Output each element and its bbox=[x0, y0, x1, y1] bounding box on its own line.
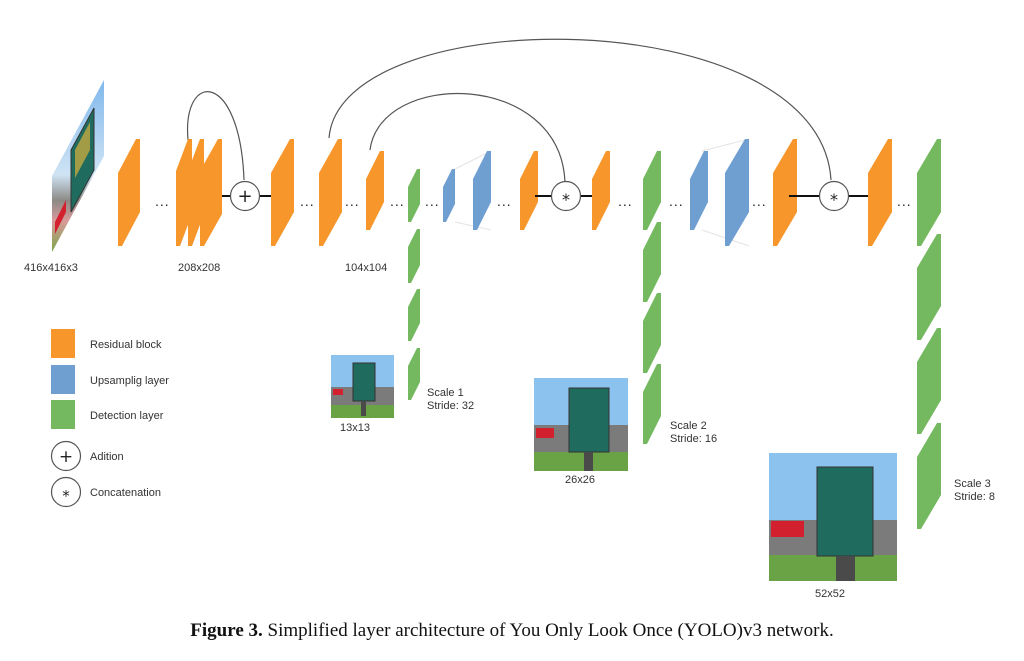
legend-label-detection: Detection layer bbox=[90, 410, 164, 422]
ellipsis-marker: ... bbox=[345, 193, 360, 209]
concatenation-operator: * bbox=[818, 180, 850, 212]
skip-arc-large bbox=[328, 38, 832, 181]
concatenation-operator: * bbox=[550, 180, 582, 212]
output-image-scale-3 bbox=[769, 453, 897, 581]
residual-block bbox=[200, 139, 222, 246]
upsampling-layer bbox=[725, 139, 749, 246]
ellipsis-marker: ... bbox=[425, 193, 440, 209]
residual-block bbox=[319, 139, 342, 246]
output-image-scale-2 bbox=[534, 378, 628, 471]
ellipsis-marker: ... bbox=[618, 193, 633, 209]
input-image bbox=[52, 80, 104, 252]
legend-label-residual: Residual block bbox=[90, 339, 162, 351]
legend-label-addition: Adition bbox=[90, 451, 124, 463]
legend-swatch-detection bbox=[51, 400, 75, 429]
scale-3-stride: Stride: 8 bbox=[954, 491, 995, 503]
scale-1-name: Scale 1 bbox=[427, 387, 464, 399]
detection-layer bbox=[408, 229, 420, 283]
size-label-208: 208x208 bbox=[178, 262, 220, 274]
grid-size-scale-1: 13x13 bbox=[340, 422, 370, 434]
detection-layer bbox=[917, 423, 941, 529]
skip-arc-medium bbox=[369, 92, 566, 183]
output-image-scale-1 bbox=[331, 355, 394, 418]
figure-caption-text: Simplified layer architecture of You Onl… bbox=[262, 620, 834, 641]
addition-operator: + bbox=[229, 180, 261, 212]
detection-layer bbox=[408, 289, 420, 341]
scale-2-stride: Stride: 16 bbox=[670, 433, 717, 445]
input-size-label: 416x416x3 bbox=[24, 262, 78, 274]
ellipsis-marker: ... bbox=[155, 193, 170, 209]
residual-block bbox=[592, 151, 610, 230]
upsampling-layer bbox=[690, 151, 708, 230]
legend-swatch-upsampling bbox=[51, 365, 75, 394]
detection-layer bbox=[643, 293, 661, 373]
legend: Residual block Upsamplig layer Detection… bbox=[50, 329, 169, 508]
upsampling-perspective-line bbox=[454, 150, 492, 170]
residual-block bbox=[366, 151, 384, 230]
ellipsis-marker: ... bbox=[300, 193, 315, 209]
scale-2-name: Scale 2 bbox=[670, 420, 707, 432]
skip-arc-residual bbox=[186, 91, 245, 181]
grid-size-scale-2: 26x26 bbox=[565, 474, 595, 486]
residual-block bbox=[118, 139, 140, 246]
scale-3-name: Scale 3 bbox=[954, 478, 991, 490]
upsampling-perspective-line bbox=[701, 138, 750, 152]
upsampling-layer bbox=[473, 151, 491, 230]
residual-block bbox=[520, 151, 538, 230]
residual-block bbox=[271, 139, 294, 246]
residual-block bbox=[868, 139, 892, 246]
figure-caption: Figure 3. Simplified layer architecture … bbox=[0, 620, 1024, 642]
upsampling-layer bbox=[443, 169, 455, 222]
detection-layer bbox=[917, 328, 941, 434]
legend-addition-circle bbox=[50, 440, 82, 472]
scale-1-stride: Stride: 32 bbox=[427, 400, 474, 412]
ellipsis-marker: ... bbox=[390, 193, 405, 209]
detection-layer bbox=[643, 364, 661, 444]
ellipsis-marker: ... bbox=[752, 193, 767, 209]
detection-layer bbox=[917, 234, 941, 340]
detection-layer bbox=[643, 222, 661, 302]
ellipsis-marker: ... bbox=[497, 193, 512, 209]
detection-layer bbox=[917, 139, 941, 246]
plus-icon: + bbox=[59, 447, 73, 467]
figure-caption-label: Figure 3. bbox=[190, 620, 263, 641]
asterisk-icon: * bbox=[830, 190, 838, 209]
detection-layer bbox=[408, 348, 420, 400]
legend-label-upsampling: Upsamplig layer bbox=[90, 375, 169, 387]
legend-swatch-residual bbox=[51, 329, 75, 358]
ellipsis-marker: ... bbox=[669, 193, 684, 209]
legend-label-concatenation: Concatenation bbox=[90, 487, 161, 499]
legend-concatenation-circle bbox=[50, 476, 82, 508]
asterisk-icon: * bbox=[562, 190, 570, 209]
size-label-104: 104x104 bbox=[345, 262, 387, 274]
plus-icon: + bbox=[237, 186, 252, 207]
ellipsis-marker: ... bbox=[897, 193, 912, 209]
grid-size-scale-3: 52x52 bbox=[815, 588, 845, 600]
residual-block bbox=[773, 139, 797, 246]
asterisk-icon: * bbox=[62, 487, 70, 505]
detection-layer bbox=[408, 169, 420, 222]
detection-layer bbox=[643, 151, 661, 230]
